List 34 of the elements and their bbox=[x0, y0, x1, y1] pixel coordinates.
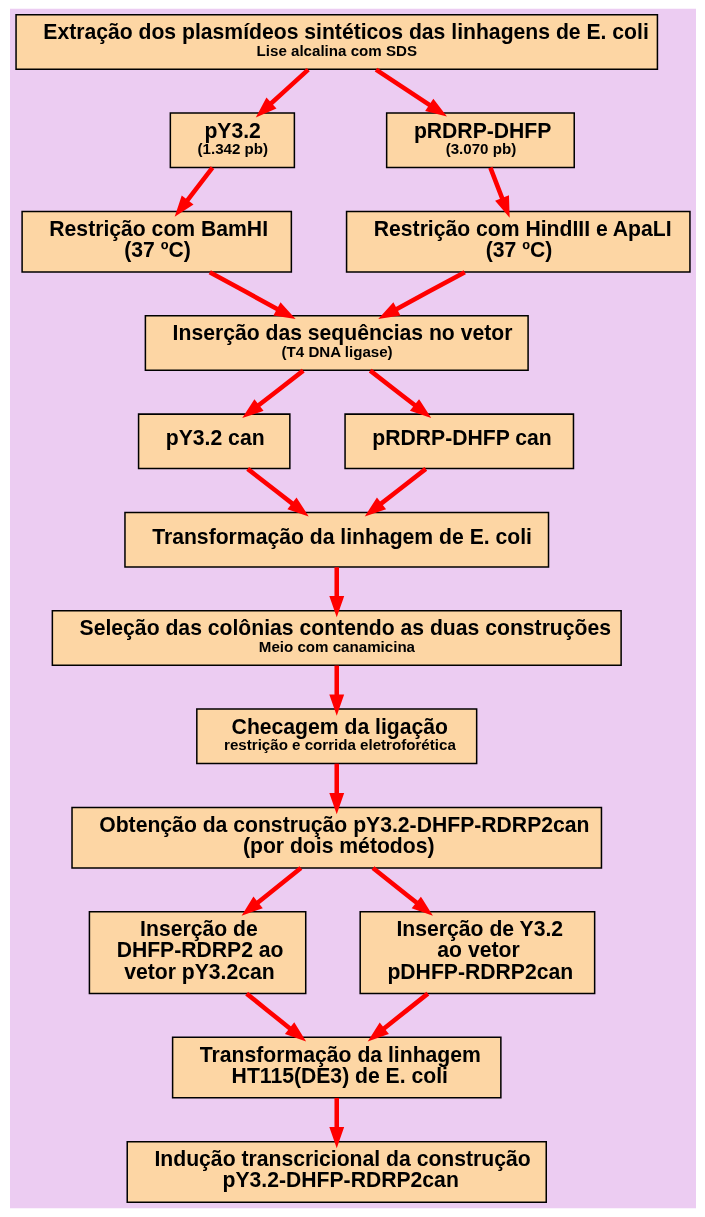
arrow bbox=[241, 368, 305, 419]
node-box: Indução transcricional da construção pY3.2-DHFP-RDRP2can bbox=[125, 1140, 547, 1203]
arrow bbox=[174, 166, 214, 217]
node-box: pRDRP-DHFP can bbox=[343, 413, 574, 470]
arrow bbox=[255, 67, 310, 118]
node-box: Inserção de Y3.2 ao vetor pDHFP-RDRP2can bbox=[358, 911, 595, 995]
node-box: Extração dos plasmídeos sintéticos das linhagens de E. coli Lise alcalina com SDS bbox=[14, 14, 658, 70]
arrow bbox=[328, 567, 344, 618]
node-box: Obtenção da construção pY3.2-DHFP-RDRP2can (por dois métodos) bbox=[70, 806, 602, 869]
node-box: Transformação da linhagem HT115(DE3) de E. coli bbox=[171, 1036, 502, 1099]
node-box: pY3.2 (1.342 pb) bbox=[169, 112, 295, 169]
arrow bbox=[244, 991, 306, 1042]
arrow bbox=[241, 866, 302, 916]
arrow bbox=[245, 467, 309, 517]
node-box: pY3.2 can bbox=[137, 413, 291, 470]
node-box: Inserção de DHFP-RDRP2 ao vetor pY3.2can bbox=[88, 911, 306, 995]
arrow bbox=[368, 368, 431, 419]
node-box: Transformação da linhagem de E. coli bbox=[123, 511, 549, 568]
arrow bbox=[487, 166, 510, 218]
arrow bbox=[374, 67, 447, 117]
arrow bbox=[328, 1097, 344, 1149]
node-box: Restrição com BamHI (37 ºC) bbox=[20, 210, 292, 273]
node-box: Seleção das colônias contendo as duas construções Meio com canamicina bbox=[51, 610, 622, 666]
arrow bbox=[367, 991, 429, 1042]
node-box: Restrição com HindIII e ApaLI (37 ºC) bbox=[345, 210, 691, 273]
arrow bbox=[371, 866, 433, 916]
arrow bbox=[328, 763, 344, 815]
arrow bbox=[208, 270, 296, 320]
node-box: Checagem da ligação restrição e corrida eletroforética bbox=[195, 708, 477, 765]
arrow bbox=[364, 467, 427, 517]
arrow bbox=[328, 665, 344, 716]
arrow bbox=[377, 270, 466, 320]
node-box: pRDRP-DHFP (3.070 pb) bbox=[385, 112, 575, 169]
node-box: Inserção das sequências no vetor (T4 DNA ligase) bbox=[144, 315, 529, 371]
